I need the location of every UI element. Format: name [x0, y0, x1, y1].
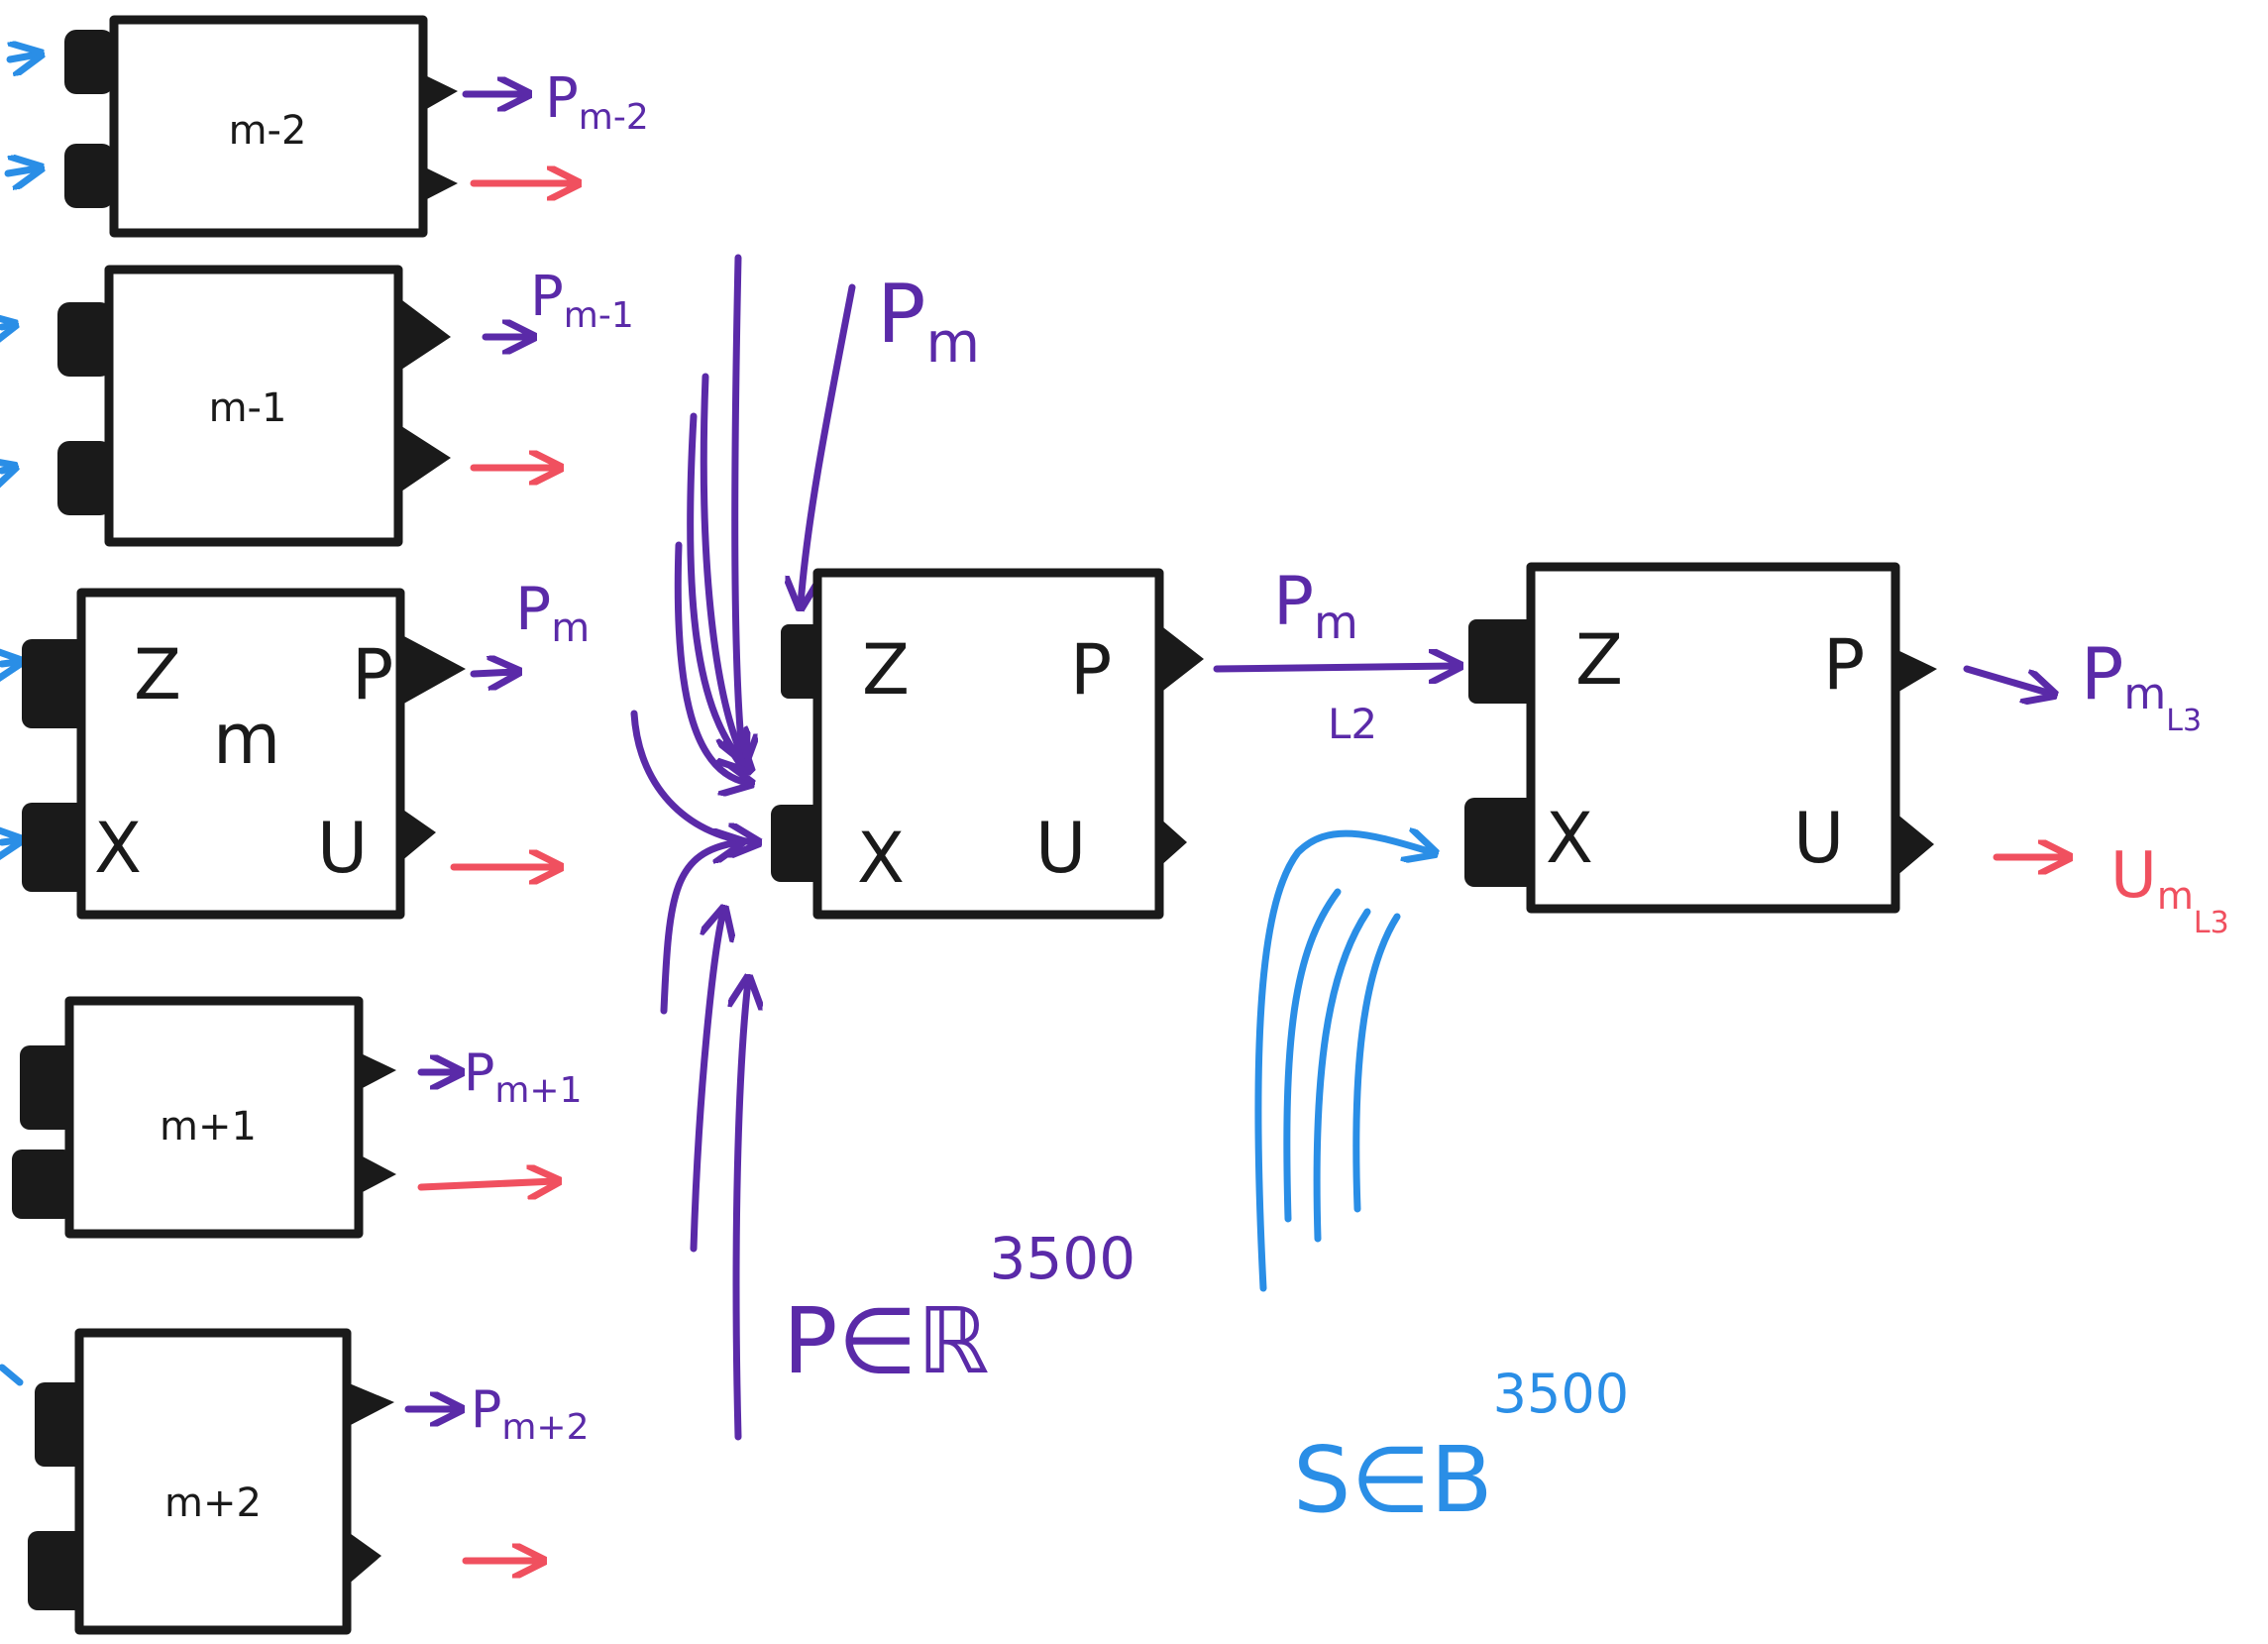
block-box — [109, 15, 428, 238]
port-bottom-out — [423, 166, 458, 201]
arrow-in-4 — [674, 541, 748, 783]
output-label: Pm-1 — [530, 265, 634, 336]
block-box — [812, 568, 1164, 920]
block-m: Z P m X U Pm — [0, 575, 590, 920]
block-box — [74, 1328, 352, 1635]
port-top-out — [347, 1382, 394, 1427]
port-x-in — [1464, 798, 1536, 887]
label-u: U — [317, 808, 368, 889]
output-label: Pm-2 — [545, 66, 649, 138]
input-arrow-top — [0, 1364, 24, 1386]
blue-arrow-3 — [1313, 908, 1371, 1243]
input-arrow-top — [6, 55, 38, 59]
output-arrow-p — [470, 672, 515, 674]
p-set-annotation: P∈ℝ3500 — [783, 1225, 1135, 1394]
arrow-pm-to-z — [801, 283, 856, 604]
port-p-out — [1159, 624, 1204, 694]
connector-l2-l3: Pm L2 — [1213, 563, 1457, 748]
port-bottom-in — [57, 441, 112, 515]
connector-label: Pm — [1273, 563, 1358, 649]
output-label: Pm+2 — [471, 1380, 590, 1448]
output-label: Pm+1 — [464, 1043, 583, 1111]
block-l3: Z P X U PmL3 UmL3 — [1464, 562, 2229, 940]
arrow-in-6 — [660, 842, 738, 1015]
block-label: m-1 — [209, 385, 287, 431]
arrow-in-8 — [736, 981, 748, 1441]
port-bottom-in — [12, 1150, 73, 1219]
label-u: U — [1035, 808, 1086, 889]
input-arrow-bottom — [0, 840, 18, 842]
input-arrow-top — [0, 325, 12, 327]
port-p-out — [1895, 649, 1937, 694]
arrow-in-2 — [700, 373, 743, 758]
block-label: m+1 — [160, 1104, 257, 1150]
port-u-out — [1159, 818, 1187, 867]
arrow-in-3 — [687, 412, 748, 768]
label-x: X — [1546, 798, 1593, 879]
port-bottom-in — [64, 144, 114, 208]
block-m-minus-1: m-1 Pm-1 — [0, 265, 634, 547]
label-m: m — [213, 699, 280, 780]
arrow-p-to-z — [1213, 666, 1457, 669]
label-p: P — [1070, 629, 1112, 711]
label-x: X — [857, 818, 905, 899]
port-bottom-out — [347, 1531, 381, 1586]
blue-input-arrows — [1254, 833, 1432, 1292]
connector-below-label: L2 — [1328, 700, 1377, 748]
input-arrow-top — [0, 662, 18, 664]
block-label: m+2 — [164, 1480, 262, 1526]
port-top-out — [359, 1052, 396, 1090]
label-z: Z — [862, 629, 910, 711]
blue-arrow-2 — [1283, 888, 1342, 1223]
label-z: Z — [134, 634, 181, 715]
port-top-in — [64, 30, 114, 94]
label-x: X — [94, 808, 142, 889]
output-u-label: UmL3 — [2110, 839, 2229, 940]
output-p-label: PmL3 — [2081, 632, 2202, 738]
port-bottom-in — [28, 1531, 85, 1610]
port-u-out — [1895, 813, 1934, 877]
port-top-in — [22, 639, 89, 728]
label-p: P — [1823, 624, 1865, 706]
blue-arrow-4 — [1352, 913, 1401, 1213]
block-m-plus-1: m+1 Pm+1 — [12, 996, 583, 1239]
arrow-in-1 — [735, 254, 743, 763]
blue-arrow-1 — [1254, 833, 1432, 1292]
label-z: Z — [1575, 619, 1623, 701]
port-bottom-out — [359, 1154, 396, 1194]
port-z-in — [1468, 619, 1538, 704]
block-label: m-2 — [229, 108, 307, 154]
block-box — [1526, 562, 1900, 914]
port-bottom-out — [398, 424, 451, 493]
label-u: U — [1793, 798, 1844, 879]
output-arrow-u — [417, 1181, 555, 1187]
block-box — [104, 265, 403, 547]
purple-input-arrows — [630, 254, 856, 1441]
block-m-minus-2: m-2 Pm-2 — [4, 15, 649, 238]
pm-input-label: Pm — [877, 268, 980, 376]
port-top-out — [423, 74, 458, 111]
block-box — [76, 588, 405, 920]
port-u-out — [400, 808, 436, 862]
block-m-plus-2: m+2 Pm+2 — [0, 1328, 590, 1635]
input-arrow-bottom — [4, 168, 38, 173]
arrow-in-7 — [690, 912, 723, 1253]
block-l2: Z P X U — [771, 568, 1204, 920]
block-box — [64, 996, 364, 1239]
port-top-in — [57, 302, 112, 377]
output-arrow-p — [1963, 665, 2051, 694]
port-p-out — [400, 634, 466, 706]
s-set-annotation: S∈B3500 — [1293, 1363, 1629, 1533]
port-bottom-in — [22, 803, 89, 892]
output-label: Pm — [515, 575, 590, 651]
label-p: P — [352, 634, 393, 715]
port-top-out — [398, 297, 451, 372]
input-arrow-bottom — [0, 468, 12, 471]
